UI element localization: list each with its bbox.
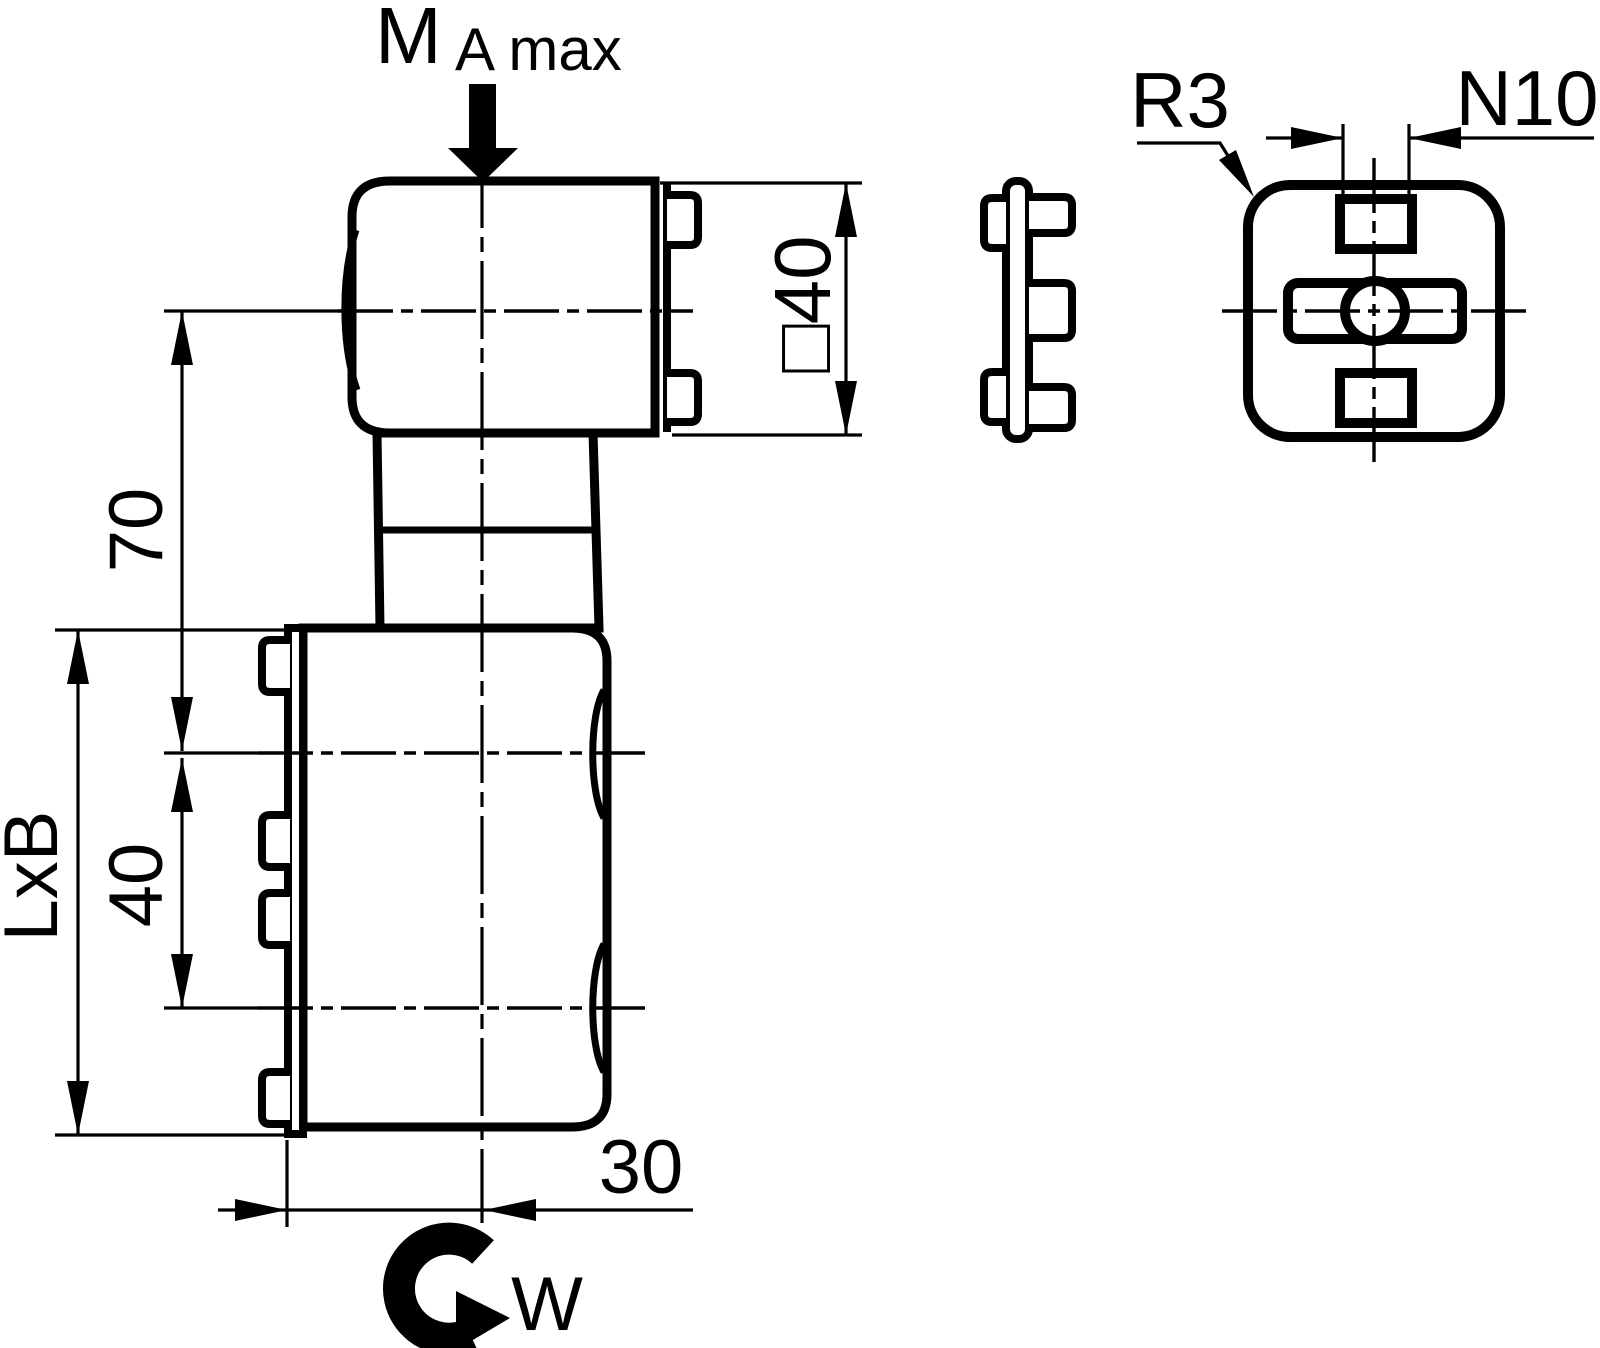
side-plate-left-tab-lower xyxy=(980,368,1006,426)
torque-arrow-down-icon xyxy=(448,148,518,182)
front-view: M A max W xyxy=(258,0,702,1348)
dim70-arrow-down-icon xyxy=(171,697,193,751)
front-view-dimensions: □40 70 40 LxB 30 xyxy=(0,181,862,1227)
side-plate xyxy=(1002,177,1033,443)
torque-subscript-label: A max xyxy=(455,16,622,83)
r3-leader-arrow-icon xyxy=(1219,150,1254,197)
bottom-block-body xyxy=(298,623,612,1132)
dim40-arrow-down-icon xyxy=(171,954,193,1008)
dimlxb-arrow-down-icon xyxy=(67,1081,89,1135)
bottom-block-tab-2 xyxy=(258,811,290,871)
end-view-notch-top xyxy=(1335,194,1417,254)
dim70-arrow-up-icon xyxy=(171,311,193,365)
top-block-tab-lower xyxy=(667,369,702,426)
bottom-block-end-plate xyxy=(284,624,307,1138)
bottom-block-tab-1 xyxy=(258,636,290,696)
end-view: N10 R3 xyxy=(1130,54,1599,464)
top-block-tab-upper xyxy=(667,191,702,249)
sq40-dimension-label: □40 xyxy=(758,235,847,372)
dim40-label: 40 xyxy=(94,843,179,928)
r3-label: R3 xyxy=(1130,56,1230,144)
n10-arrow-right-icon xyxy=(1291,127,1343,149)
dimlxb-arrow-up-icon xyxy=(67,630,89,684)
n10-label: N10 xyxy=(1455,54,1598,142)
side-plate-left-tab-upper xyxy=(980,194,1006,252)
dim70-label: 70 xyxy=(94,488,179,573)
dim30-label: 30 xyxy=(599,1125,684,1210)
n10-arrow-left-icon xyxy=(1409,127,1461,149)
side-profile-view xyxy=(980,177,1076,443)
dimlxb-label: LxB xyxy=(0,811,74,942)
dim30-arrow-left-icon xyxy=(484,1199,536,1221)
side-plate-right-tab-middle xyxy=(1029,279,1076,342)
top-block-body xyxy=(347,176,660,438)
side-plate-right-tab-bottom xyxy=(1029,383,1076,432)
rotation-arrow-arc xyxy=(382,1222,494,1348)
torque-label: M xyxy=(375,0,442,80)
sq40-arrow-up-icon xyxy=(835,183,857,237)
side-plate-right-tab-top xyxy=(1029,193,1076,237)
rotation-label: W xyxy=(511,1262,583,1347)
rotation-arrow-head-icon xyxy=(456,1291,510,1348)
bottom-block-tab-3 xyxy=(258,889,290,949)
torque-arrow-shaft xyxy=(469,84,496,150)
sq40-arrow-down-icon xyxy=(835,381,857,435)
dim30-arrow-right-icon xyxy=(235,1199,287,1221)
bottom-block-tab-4 xyxy=(258,1068,290,1128)
dim40-arrow-up-icon xyxy=(171,758,193,812)
end-view-notch-bottom xyxy=(1335,368,1417,428)
